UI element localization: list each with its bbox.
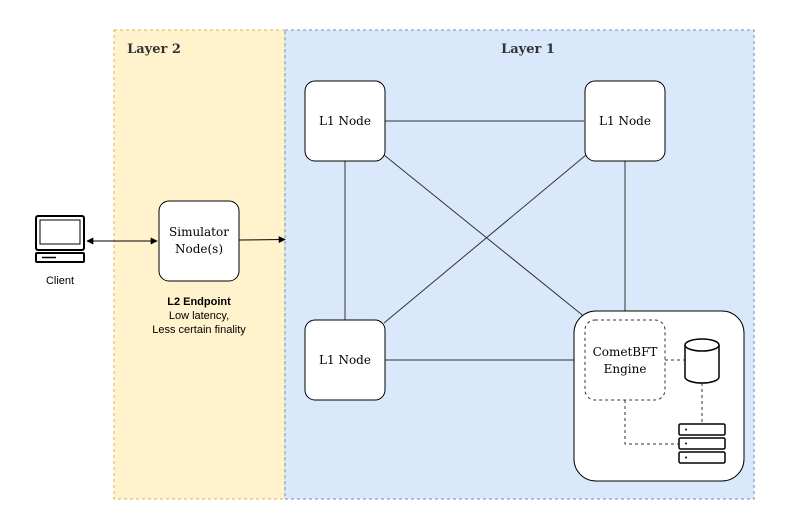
cometbft-engine-line2: Engine [604, 362, 647, 376]
layer-1-title: Layer 1 [501, 42, 555, 57]
cometbft-internal-connectors [624, 359, 703, 445]
l1-node-top-left-label: L1 Node [319, 114, 371, 128]
simulator-node[interactable] [158, 200, 240, 282]
simulator-node-line1: Simulator [169, 225, 229, 239]
l2-endpoint-title: L2 Endpoint [167, 296, 231, 308]
cometbft-engine[interactable] [584, 319, 666, 401]
server-icon [678, 423, 726, 464]
computer-monitor-icon[interactable] [35, 215, 85, 263]
cometbft-engine-line1: CometBFT [593, 345, 658, 359]
l2-endpoint-line1: Low latency, [169, 310, 229, 322]
simulator-node-line2: Node(s) [175, 242, 223, 256]
l1-node-bottom-left-label: L1 Node [319, 353, 371, 367]
l2-endpoint-line2: Less certain finality [152, 324, 246, 336]
layer-2-title: Layer 2 [127, 42, 181, 57]
database-icon [684, 338, 720, 384]
l1-node-bottom-left[interactable] [304, 319, 386, 401]
l1-node-top-left[interactable] [304, 80, 386, 162]
client-label: Client [46, 275, 74, 287]
l1-mesh-connectors [344, 120, 626, 361]
l1-node-top-right-label: L1 Node [599, 114, 651, 128]
simulator-layer1-arrow [238, 236, 286, 244]
l1-node-top-right[interactable] [584, 80, 666, 162]
